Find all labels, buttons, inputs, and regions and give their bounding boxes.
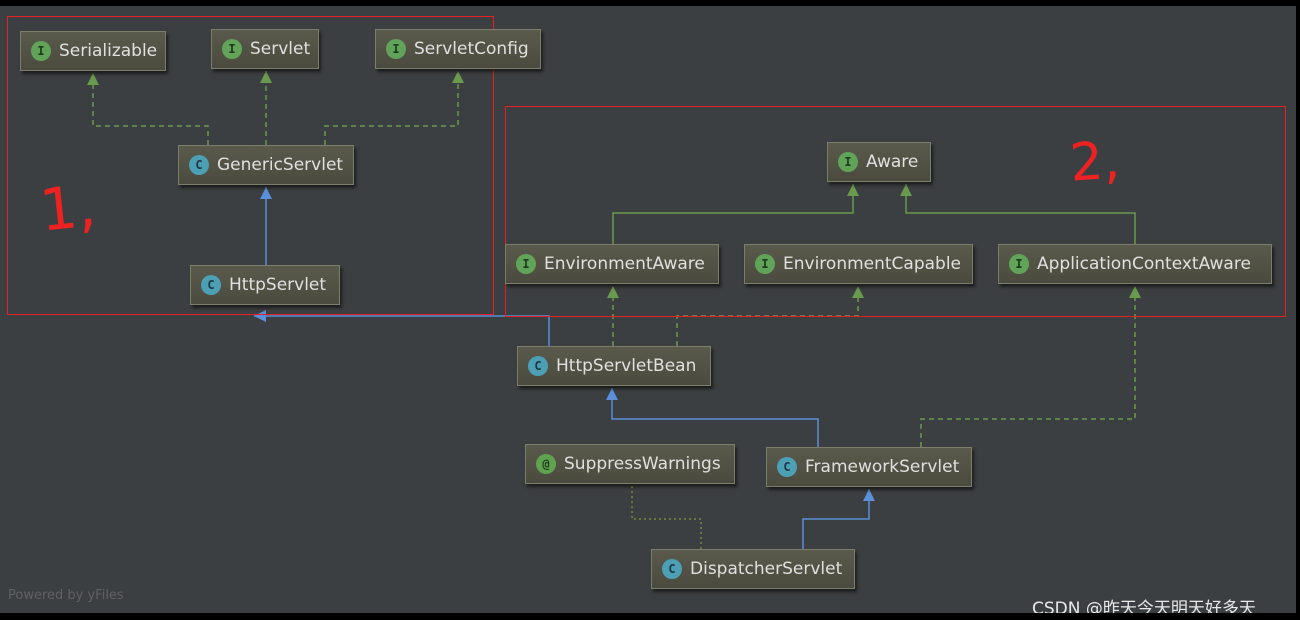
edge-genericservlet-servletconfig [324, 71, 459, 145]
edge-environmentaware-aware-arrowhead [847, 184, 859, 196]
interface-icon: I [755, 254, 775, 274]
node-suppresswarnings[interactable]: @ SuppressWarnings [525, 444, 735, 484]
interface-icon: I [1009, 254, 1029, 274]
node-servletconfig[interactable]: I ServletConfig [375, 29, 541, 69]
class-icon: C [528, 356, 548, 376]
node-httpservletbean[interactable]: C HttpServletBean [517, 346, 711, 386]
edge-genericservlet-serializable-arrowhead [87, 73, 99, 85]
edge-frameworkservlet-applicationcontextaware [920, 286, 1136, 447]
edge-dispatcherservlet-frameworkservlet [802, 489, 870, 549]
group-2-marker: 2, [1067, 130, 1122, 194]
node-label: HttpServlet [229, 275, 327, 295]
edge-dispatcherservlet-frameworkservlet-arrowhead [863, 489, 875, 501]
edge-httpservletbean-httpservlet [254, 315, 550, 346]
edge-httpservletbean-environmentcapable-arrowhead [852, 286, 864, 298]
node-aware[interactable]: I Aware [827, 142, 931, 182]
interface-icon: I [516, 254, 536, 274]
node-serializable[interactable]: I Serializable [20, 31, 166, 71]
node-label: Serializable [59, 41, 158, 61]
node-environmentaware[interactable]: I EnvironmentAware [505, 244, 719, 284]
interface-icon: I [31, 41, 51, 61]
group-1-highlight [7, 16, 494, 315]
interface-icon: I [222, 39, 242, 59]
edge-frameworkservlet-httpservletbean-arrowhead [606, 388, 618, 400]
node-dispatcherservlet[interactable]: C DispatcherServlet [651, 549, 855, 589]
node-servlet[interactable]: I Servlet [211, 29, 319, 69]
edge-httpservlet-genericservlet-arrowhead [260, 187, 272, 199]
edge-httpservletbean-environmentaware-arrowhead [607, 286, 619, 298]
node-label: HttpServletBean [556, 356, 697, 376]
node-httpservlet[interactable]: C HttpServlet [190, 265, 340, 305]
class-icon: C [777, 457, 797, 477]
node-label: Servlet [250, 39, 311, 59]
edge-applicationcontextaware-aware [905, 184, 1136, 244]
edge-httpservletbean-httpservlet-arrowhead [254, 310, 266, 322]
node-label: EnvironmentAware [544, 254, 705, 274]
powered-by-label: Powered by yFiles [8, 588, 124, 603]
node-label: DispatcherServlet [690, 559, 843, 579]
edge-environmentaware-aware [612, 184, 854, 244]
node-label: GenericServlet [217, 155, 344, 175]
group-1-marker: 1, [36, 171, 99, 245]
edge-frameworkservlet-applicationcontextaware-arrowhead [1129, 286, 1141, 298]
class-icon: C [201, 275, 221, 295]
node-genericservlet[interactable]: C GenericServlet [178, 145, 354, 185]
node-environmentcapable[interactable]: I EnvironmentCapable [744, 244, 973, 284]
node-label: ApplicationContextAware [1037, 254, 1251, 274]
node-label: EnvironmentCapable [783, 254, 962, 274]
interface-icon: I [386, 39, 406, 59]
csdn-watermark: CSDN @昨天今天明天好多天 [1032, 599, 1256, 613]
edge-suppresswarnings-dispatcherservlet [631, 486, 702, 549]
node-frameworkservlet[interactable]: C FrameworkServlet [766, 447, 972, 487]
node-label: SuppressWarnings [564, 454, 721, 474]
edge-frameworkservlet-httpservletbean [611, 388, 819, 447]
class-icon: C [662, 559, 682, 579]
edge-genericservlet-servletconfig-arrowhead [452, 71, 464, 83]
group-2-highlight [505, 106, 1286, 317]
edge-genericservlet-servlet-arrowhead [260, 71, 272, 83]
annotation-icon: @ [536, 454, 556, 474]
node-label: FrameworkServlet [805, 457, 960, 477]
edge-genericservlet-serializable [92, 73, 209, 145]
interface-icon: I [838, 152, 858, 172]
node-applicationcontextaware[interactable]: I ApplicationContextAware [998, 244, 1272, 284]
node-label: Aware [866, 152, 919, 172]
node-label: ServletConfig [414, 39, 529, 59]
class-icon: C [189, 155, 209, 175]
diagram-canvas: I Serializable I Servlet I ServletConfig… [0, 6, 1296, 613]
edge-applicationcontextaware-aware-arrowhead [900, 184, 912, 196]
